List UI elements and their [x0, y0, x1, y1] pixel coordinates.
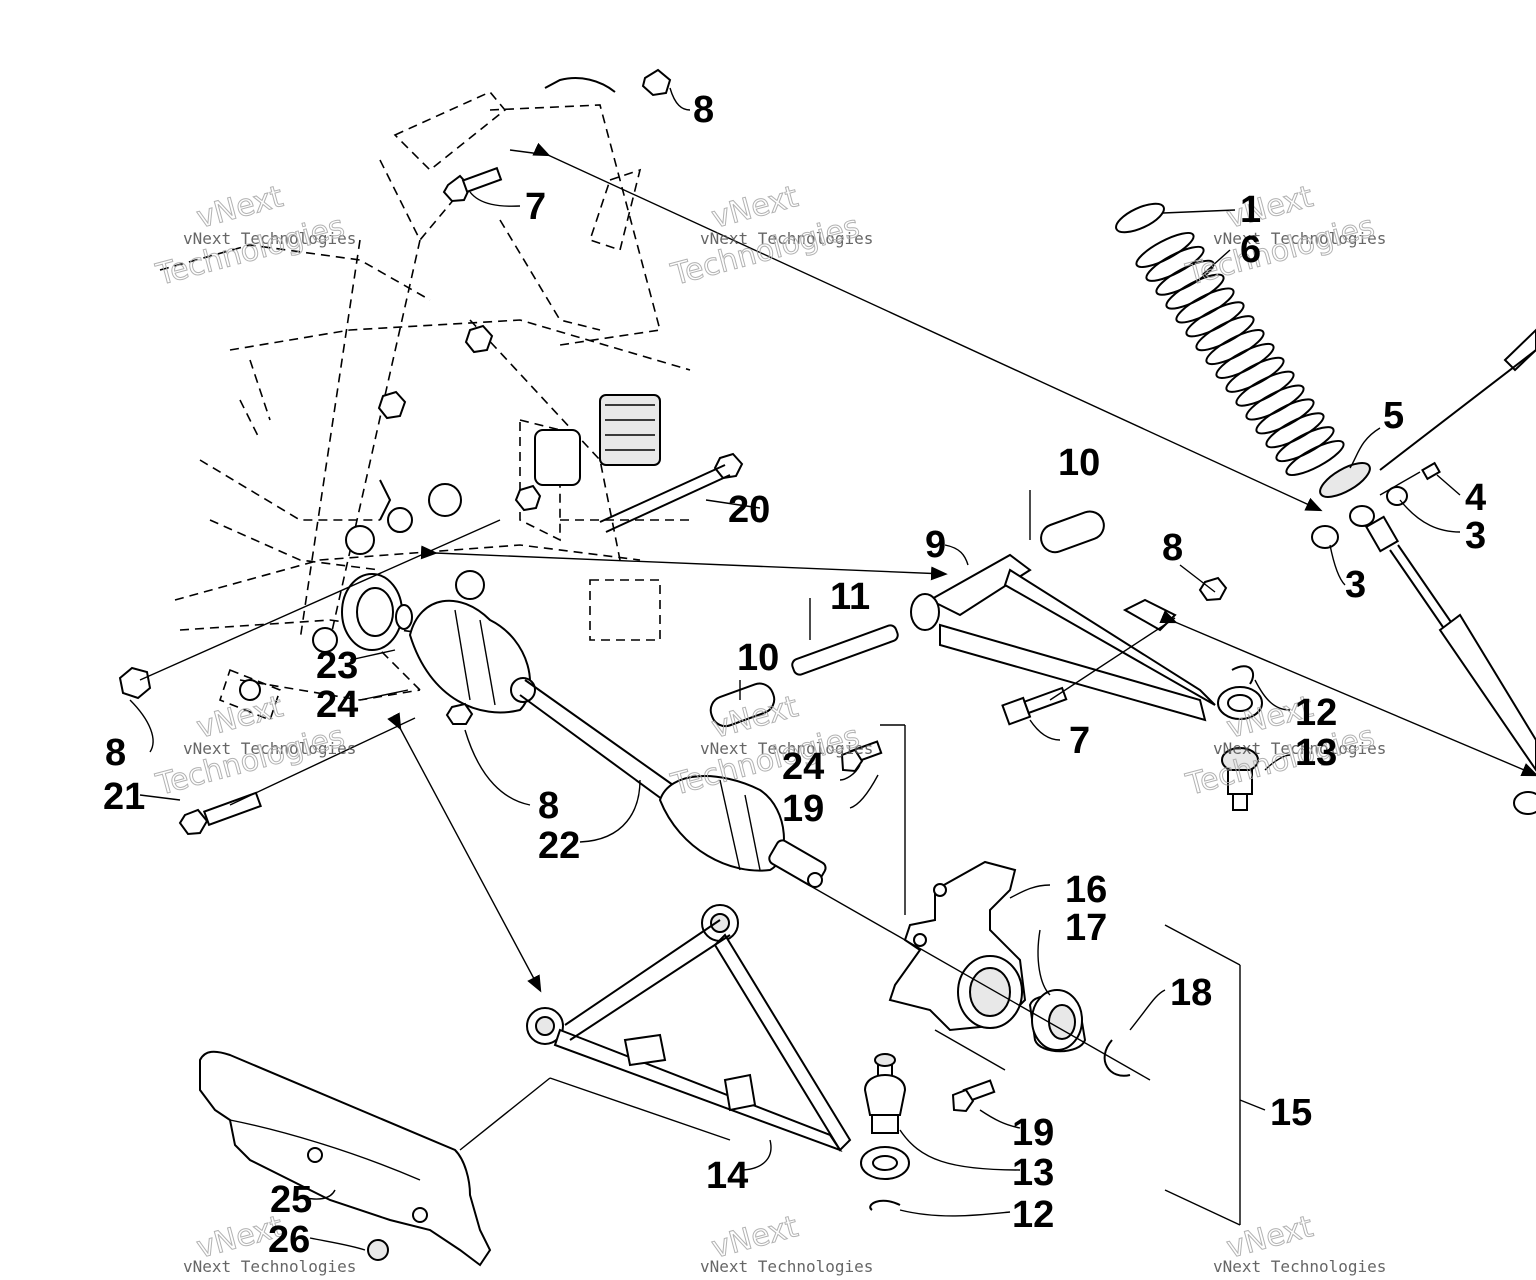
callout-10: 10	[1058, 442, 1100, 484]
callout-11: 11	[830, 576, 870, 618]
callout-17: 17	[1065, 907, 1107, 949]
callout-5: 5	[1383, 395, 1404, 437]
callout-1: 1	[1240, 189, 1261, 231]
callout-19: 19	[782, 788, 824, 830]
callout-labels: 1 6 5 4 3 3 8 7 20 10 9 8 11 10 7 12 13 …	[103, 89, 1486, 1261]
callout-8: 8	[1162, 527, 1183, 569]
lower-a-arm	[526, 904, 910, 1180]
callout-24: 24	[782, 746, 824, 788]
callout-16: 16	[1065, 869, 1107, 911]
wheel-bearing	[799, 879, 1151, 1081]
callout-22: 22	[538, 825, 580, 867]
callout-21: 21	[103, 776, 145, 818]
callout-8: 8	[105, 732, 126, 774]
callout-3: 3	[1345, 564, 1366, 606]
callout-12: 12	[1012, 1194, 1054, 1236]
callout-13: 13	[1295, 732, 1337, 774]
watermark-text: vNext Technologies	[183, 229, 356, 248]
callout-26: 26	[268, 1219, 310, 1261]
upper-a-arm	[910, 510, 1263, 722]
watermark-text: vNext Technologies	[183, 1257, 356, 1276]
lower-ball-joint	[863, 1053, 907, 1211]
watermark-text: vNext Technologies	[1213, 1257, 1386, 1276]
callout-10: 10	[737, 637, 779, 679]
steering-knuckle	[888, 860, 1027, 1032]
callout-4: 4	[1465, 477, 1486, 519]
assembly-arrows	[139, 142, 1536, 993]
callout-14: 14	[706, 1155, 748, 1197]
callout-8: 8	[538, 785, 559, 827]
callout-24: 24	[316, 684, 358, 726]
callout-18: 18	[1170, 972, 1212, 1014]
callout-3: 3	[1465, 515, 1486, 557]
drive-axle	[395, 599, 827, 888]
callout-13: 13	[1012, 1152, 1054, 1194]
callout-9: 9	[925, 524, 946, 566]
knuckle-bolts	[840, 740, 996, 1113]
upper-arm-hardware	[709, 576, 1259, 811]
watermark-text: vNext Technologies	[700, 739, 873, 758]
watermark-text: vNext Technologies	[700, 1257, 873, 1276]
callout-12: 12	[1295, 692, 1337, 734]
callout-19: 19	[1012, 1112, 1054, 1154]
callout-6: 6	[1240, 229, 1261, 271]
watermark-text: vNext Technologies	[183, 739, 356, 758]
callout-7: 7	[1069, 720, 1090, 762]
callout-7: 7	[525, 186, 546, 228]
callout-20: 20	[728, 489, 770, 531]
watermark-text: vNext Technologies	[1213, 229, 1386, 248]
skid-plate	[199, 1050, 492, 1267]
callout-25: 25	[270, 1179, 312, 1221]
callout-23: 23	[316, 645, 358, 687]
watermarks: vNext Technologies Technologies vNext vN…	[152, 179, 1387, 1276]
watermark-text: vNext Technologies	[1213, 739, 1386, 758]
callout-8: 8	[693, 89, 714, 131]
watermark-text: vNext Technologies	[700, 229, 873, 248]
callout-15: 15	[1270, 1092, 1312, 1134]
